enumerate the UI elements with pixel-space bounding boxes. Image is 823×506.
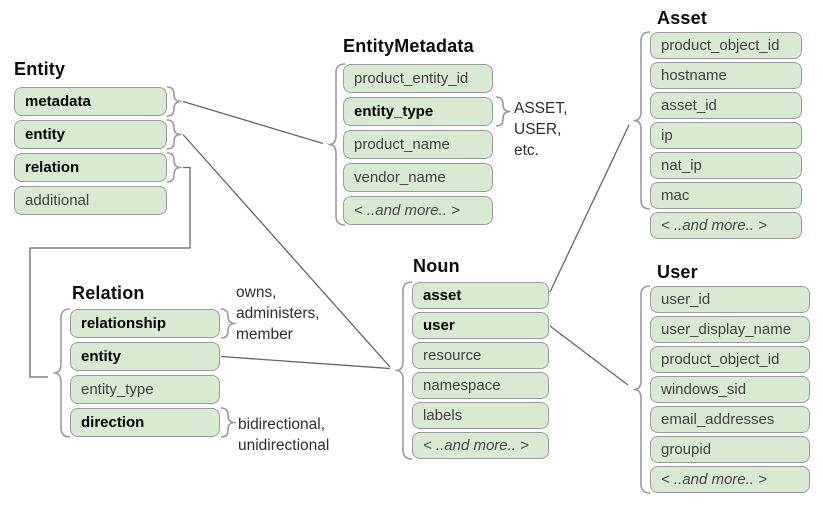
table-user: User user_id user_display_name product_o… <box>650 262 810 493</box>
field-noun-resource: resource <box>412 342 549 369</box>
table-relation-rows: relationship entity entity_type directio… <box>70 309 220 437</box>
field-asset-asset-id: asset_id <box>650 92 802 119</box>
field-noun-more: < ..and more.. > <box>412 432 549 459</box>
table-user-rows: user_id user_display_name product_object… <box>650 286 810 493</box>
field-noun-user: user <box>412 312 549 339</box>
field-user-email-addresses: email_addresses <box>650 406 810 433</box>
brace-direction-values <box>220 407 236 438</box>
field-product-entity-id: product_entity_id <box>343 64 493 93</box>
field-entity-entity: entity <box>14 120 167 149</box>
brace-entity-type-values <box>495 96 511 127</box>
brace-entity-relation-row <box>166 152 182 183</box>
field-asset-product-object-id: product_object_id <box>650 32 802 59</box>
field-noun-namespace: namespace <box>412 372 549 399</box>
table-entity: Entity metadata entity relation addition… <box>14 59 167 215</box>
brace-noun-left <box>395 281 413 460</box>
field-asset-mac: mac <box>650 182 802 209</box>
arrow-relation-entity-to-noun <box>220 355 391 370</box>
field-entity-relation: relation <box>14 153 167 182</box>
field-user-display-name: user_display_name <box>650 316 810 343</box>
brace-relationship-values <box>220 308 236 339</box>
table-relation-title: Relation <box>72 283 145 303</box>
table-user-title: User <box>657 262 698 282</box>
table-asset: Asset product_object_id hostname asset_i… <box>650 8 802 239</box>
table-noun-title: Noun <box>413 256 460 276</box>
annotation-entity-type-values: ASSET, USER, etc. <box>514 100 568 159</box>
field-asset-nat-ip: nat_ip <box>650 152 802 179</box>
field-asset-ip: ip <box>650 122 802 149</box>
brace-user-left <box>633 285 651 494</box>
table-entity-metadata-title: EntityMetadata <box>343 36 474 56</box>
field-entity-metadata: metadata <box>14 87 167 116</box>
table-noun-rows: asset user resource namespace labels < .… <box>412 282 549 459</box>
field-user-user-id: user_id <box>650 286 810 313</box>
annotation-relationship-values: owns, administers, member <box>236 284 320 343</box>
annotation-direction-values: bidirectional, unidirectional <box>238 416 330 454</box>
field-noun-asset: asset <box>412 282 549 309</box>
field-relation-entity-type: entity_type <box>70 375 220 404</box>
brace-relation-left <box>53 308 71 438</box>
arrow-metadata-to-entitymetadata <box>182 100 324 145</box>
field-relation-direction: direction <box>70 408 220 437</box>
field-asset-more: < ..and more.. > <box>650 212 802 239</box>
brace-asset-left <box>633 31 651 210</box>
field-vendor-name: vendor_name <box>343 163 493 192</box>
field-user-product-object-id: product_object_id <box>650 346 810 373</box>
table-entity-title: Entity <box>14 59 66 79</box>
brace-entity-metadata-row <box>166 86 182 117</box>
field-user-groupid: groupid <box>650 436 810 463</box>
field-entity-type: entity_type <box>343 97 493 126</box>
table-entity-metadata: EntityMetadata product_entity_id entity_… <box>343 36 493 225</box>
table-relation: Relation relationship entity entity_type… <box>70 283 220 437</box>
field-relation-relationship: relationship <box>70 309 220 338</box>
field-user-windows-sid: windows_sid <box>650 376 810 403</box>
field-product-name: product_name <box>343 130 493 159</box>
table-entity-metadata-rows: product_entity_id entity_type product_na… <box>343 64 493 225</box>
brace-entity-entity-row <box>166 119 182 150</box>
field-entity-metadata-more: < ..and more.. > <box>343 196 493 225</box>
table-noun: Noun asset user resource namespace label… <box>412 256 549 459</box>
table-asset-title: Asset <box>657 8 708 28</box>
table-asset-rows: product_object_id hostname asset_id ip n… <box>650 32 802 239</box>
field-noun-labels: labels <box>412 402 549 429</box>
field-entity-additional: additional <box>14 186 167 215</box>
table-entity-rows: metadata entity relation additional <box>14 87 167 215</box>
field-user-more: < ..and more.. > <box>650 466 810 493</box>
field-asset-hostname: hostname <box>650 62 802 89</box>
field-relation-entity: entity <box>70 342 220 371</box>
arrow-noun-user-to-user <box>549 325 629 386</box>
